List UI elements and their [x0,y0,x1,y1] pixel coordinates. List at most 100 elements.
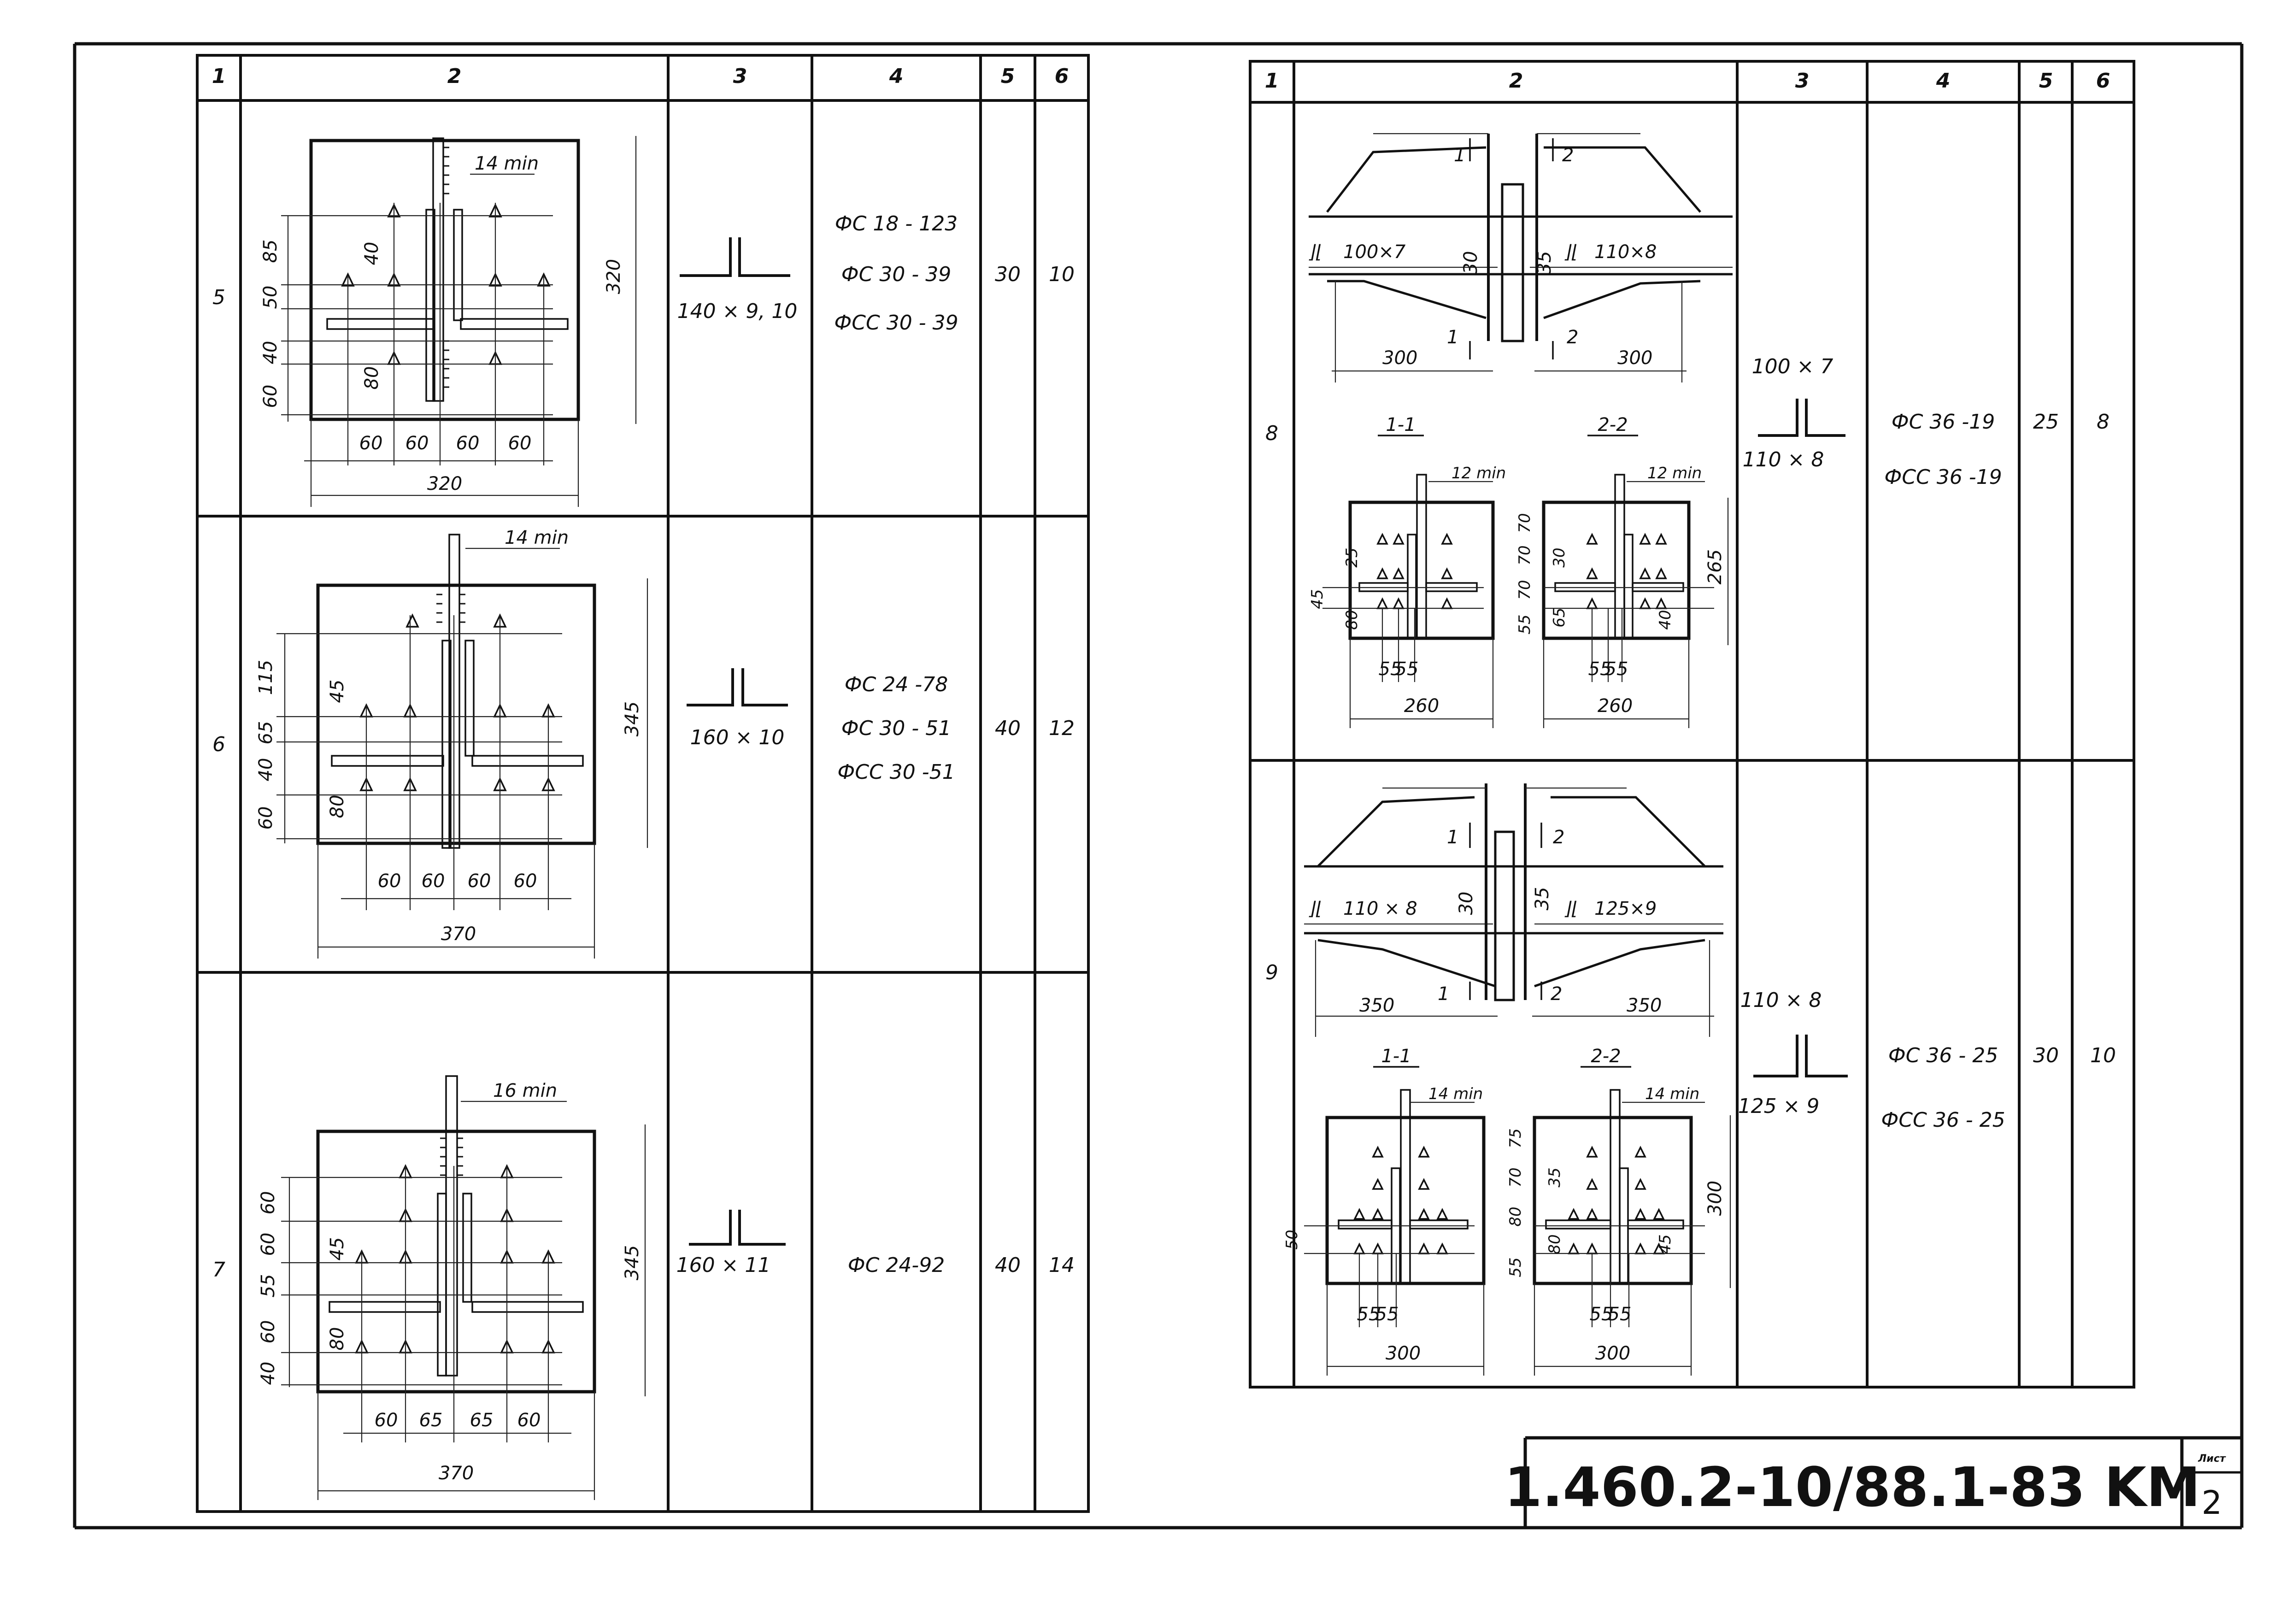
section-label: 1-1 [1381,1046,1411,1067]
title-block: 1.460.2-10/88.1-83 KM Лист 2 [1504,1436,2242,1528]
gusset-drawing: 14 min 85 50 40 60 40 80 320 60 60 60 60… [260,136,637,507]
col6-value: 8 [2097,410,2110,434]
dim-v3: 80 [1343,610,1361,630]
splice-elevation: 1 2 1 2 ⌋⌊ 100×7 30 35 ⌋⌊ 110×8 300 300 [1309,133,1733,382]
mark-1: ФС 18 - 123 [835,212,958,235]
dim-v2: 60 [258,1233,279,1256]
dim-h2: 60 [422,871,445,892]
dim-h1: 55 [1357,1304,1381,1325]
dim-v1: 30 [1550,547,1569,567]
dim-h2: 60 [406,433,429,454]
left-gap: 30 [1460,251,1481,275]
left-length: 350 [1359,995,1394,1016]
mark-3: ФСС 30 - 39 [834,311,958,335]
dim-h3: 60 [468,871,491,892]
angle-profile-icon [689,1210,786,1246]
dim-total-w: 370 [441,924,476,945]
profile-size: 160 × 11 [676,1253,771,1277]
left-table-header: 1 2 3 4 5 6 [212,65,1069,88]
section-1-1: 1-1 14 min [1283,1046,1486,1376]
dim-vr2: 70 [1516,545,1534,565]
right-length: 300 [1617,347,1652,369]
section-cut-2-bottom: 2 [1551,983,1562,1005]
tmin-label: 14 min [1645,1085,1699,1103]
dim-v2: 80 [1546,1234,1564,1254]
dim-h1: 55 [1588,659,1612,680]
outer-frame [73,42,2244,1530]
right-gap: 35 [1534,251,1555,275]
profile-bottom: 110 × 8 [1743,448,1824,471]
dim-inner-top: 45 [327,1237,348,1261]
section-label: 1-1 [1386,414,1416,435]
col5-value: 30 [995,263,1021,286]
dim-v1: 25 [1343,547,1361,567]
right-angle-size: 110×8 [1594,241,1657,263]
row-number: 8 [1265,422,1278,445]
angle-symbol: ⌋⌊ [1309,898,1323,919]
dim-inner-bot: 80 [327,795,348,818]
dim-h2: 55 [1375,1304,1399,1325]
tmin-label: 12 min [1452,464,1506,482]
dim-h1: 60 [375,1410,398,1431]
dim-v3: 40 [1656,610,1675,630]
sheet-label: Лист [2198,1453,2226,1465]
dim-v1: 115 [255,660,276,695]
dim-v1: 50 [1283,1230,1301,1249]
dim-h2: 55 [1605,659,1628,680]
header-col-6: 6 [1055,65,1069,88]
profile-size: 140 × 9, 10 [677,300,798,323]
dim-inner-top: 45 [327,680,348,703]
dim-w: 300 [1386,1343,1421,1364]
dim-h3: 60 [456,433,480,454]
section-cut-1-bottom: 1 [1447,327,1458,348]
mark-2: ФС 30 - 39 [841,263,951,286]
header-col-4: 4 [889,65,904,88]
dim-vr1: 70 [1516,513,1534,533]
right-gap: 35 [1532,887,1553,911]
dim-vr3: 70 [1516,580,1534,600]
col5-value: 25 [2033,410,2059,434]
header-col-1: 1 [212,65,226,88]
dim-w: 260 [1404,695,1439,717]
dim-v3: 55 [258,1274,279,1298]
row-number: 5 [212,286,225,309]
left-length: 300 [1382,347,1417,369]
col6-value: 10 [1049,263,1075,286]
dim-v2: 45 [1308,589,1327,609]
mark-3: ФСС 30 -51 [837,760,955,784]
dim-v2: 65 [255,721,276,745]
section-cut-2: 2 [1562,145,1574,166]
section-2-2: 2-2 12 min [1516,414,1729,728]
dim-vr4: 55 [1516,614,1534,634]
dim-h1: 55 [1379,659,1402,680]
dim-total-w: 370 [439,1463,474,1484]
left-angle-size: 100×7 [1343,241,1406,263]
section-cut-1: 1 [1447,827,1458,848]
col5-value: 40 [995,1253,1021,1277]
dim-vr4: 55 [1506,1257,1525,1277]
section-label: 2-2 [1598,414,1628,435]
dim-inner-top: 40 [361,242,382,265]
mark-1: ФС 24-92 [848,1253,945,1277]
col6-value: 14 [1049,1253,1075,1277]
dim-h1: 55 [1590,1304,1613,1325]
dim-v2: 50 [260,286,281,309]
angle-profile-icon [1758,399,1845,437]
profile-size: 160 × 10 [690,726,785,749]
mark-1: ФС 36 -19 [1892,410,1995,434]
dim-v3: 45 [1656,1234,1675,1254]
section-cut-1: 1 [1454,145,1465,166]
dim-v2: 65 [1550,607,1569,627]
angle-profile-icon [687,668,788,706]
header-col-4: 4 [1936,69,1951,93]
angle-symbol: ⌋⌊ [1309,241,1323,263]
dim-v4: 60 [255,806,276,830]
profile-bottom: 125 × 9 [1738,1094,1820,1118]
header-col-5: 5 [1001,65,1015,88]
section-cut-2: 2 [1553,827,1564,848]
right-angle-size: 125×9 [1594,898,1657,919]
tmin-label: 14 min [1428,1085,1483,1103]
mark-2: ФСС 36 -19 [1884,465,2002,489]
tmin-label: 14 min [505,527,569,548]
